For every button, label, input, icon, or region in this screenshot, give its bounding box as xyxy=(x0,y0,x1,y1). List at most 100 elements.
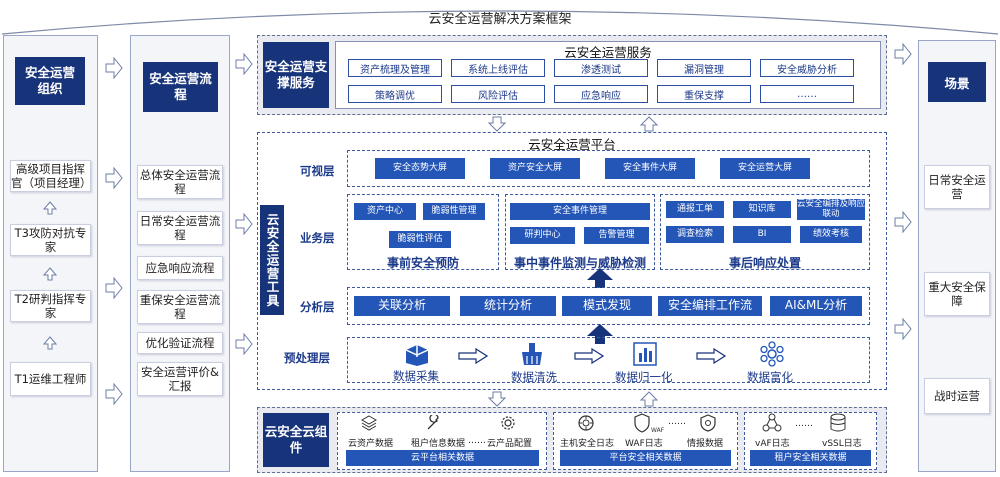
visual-item: 安全事件大屏 xyxy=(605,158,695,179)
data-cleaning-icon xyxy=(522,343,542,365)
service-item: 资产梳理及管理 xyxy=(348,59,442,77)
analysis-item: 统计分析 xyxy=(460,296,556,316)
biz-mid-title: 事中事件监测与威胁检测 xyxy=(513,256,646,270)
org-header-text: 安全运营组织 xyxy=(24,64,75,96)
biz-post-item: 云安全编排及响应联动 xyxy=(797,198,866,220)
visual-item: 安全态势大屏 xyxy=(375,158,465,179)
data-collection-icon xyxy=(405,345,429,366)
component-item: 云资产数据 xyxy=(348,439,394,449)
visual-items: 安全态势大屏 资产安全大屏 安全事件大屏 安全运营大屏 xyxy=(375,158,810,179)
component-footer: 云平台相关数据 xyxy=(346,450,539,466)
tools-label-text: 云安全运营工具 xyxy=(264,212,280,308)
analysis-item: 安全编排工作流 xyxy=(658,296,762,316)
component-footer: 租户安全相关数据 xyxy=(750,450,871,466)
visual-layer-label: 可视层 xyxy=(300,164,335,178)
process-item-5: 优化验证流程 xyxy=(137,332,223,354)
components-label-text: 云安全云组件 xyxy=(264,423,328,455)
waf-shield-icon xyxy=(634,413,650,433)
center-to-scenes-arrows xyxy=(894,42,912,341)
biz-post-item: 知识库 xyxy=(733,201,791,218)
component-ellipsis: …… xyxy=(468,436,486,446)
up-arrow-icon xyxy=(42,336,58,350)
services-label-text: 安全运营支撑服务 xyxy=(264,58,328,90)
layers-icon xyxy=(361,415,377,431)
component-item: 云产品配置 xyxy=(487,439,533,449)
database-icon xyxy=(830,413,846,432)
scene-item: 重大安全保障 xyxy=(924,272,990,316)
process-item-6-text: 安全运营评价&汇报 xyxy=(141,364,219,393)
up-arrow-icon xyxy=(587,324,613,344)
biz-post-item: 通报工单 xyxy=(666,201,724,218)
network-icon xyxy=(762,413,782,432)
process-item-2: 日常安全运营流程 xyxy=(137,211,223,245)
service-item: 渗透测试 xyxy=(554,59,648,77)
scenes-header-text: 场景 xyxy=(944,75,970,91)
component-item: vAF日志 xyxy=(755,439,790,449)
up-arrow-icon xyxy=(42,201,58,215)
preprocess-item: 数据采集 xyxy=(393,369,439,383)
scene-item-text: 战时运营 xyxy=(934,388,980,403)
biz-post-item: 调查检索 xyxy=(666,226,724,243)
business-layer-label: 业务层 xyxy=(300,231,335,245)
platform-components-arrows xyxy=(487,391,659,407)
preprocess-layer-label: 预处理层 xyxy=(284,351,330,365)
service-item: 漏洞管理 xyxy=(657,59,751,77)
platform-title: 云安全运营平台 xyxy=(528,137,616,152)
biz-post-item: 绩效考核 xyxy=(800,226,862,243)
org-role-3: T2研判指挥专家 xyxy=(10,290,91,322)
service-item: 策略调优 xyxy=(348,85,442,103)
process-item-4-text: 重保安全运营流程 xyxy=(139,292,221,321)
scene-item-text: 重大安全保障 xyxy=(928,279,986,308)
services-title: 云安全运营服务 xyxy=(564,45,652,60)
component-item: WAF日志 xyxy=(625,439,663,449)
scenes-header: 场景 xyxy=(928,62,986,102)
process-item-1-text: 总体安全运营流程 xyxy=(139,167,221,196)
services-platform-arrows xyxy=(487,116,659,132)
data-enrichment-icon xyxy=(760,341,784,367)
arrow-right-icon xyxy=(696,348,726,364)
scene-item-text: 日常安全运营 xyxy=(928,172,986,201)
process-item-1: 总体安全运营流程 xyxy=(137,165,223,199)
service-item: 应急响应 xyxy=(554,85,648,103)
analysis-layer xyxy=(347,287,870,325)
business-pre xyxy=(347,194,499,270)
biz-mid-item: 研判中心 xyxy=(510,227,575,244)
service-item: …… xyxy=(760,85,854,103)
host-security-icon xyxy=(578,415,594,431)
org-role-2-text: T3攻防对抗专家 xyxy=(14,225,87,254)
analysis-layer-label: 分析层 xyxy=(300,300,335,314)
analysis-item: 模式发现 xyxy=(562,296,652,316)
component-item: 主机安全日志 xyxy=(560,439,615,449)
process-header-text: 安全运营流程 xyxy=(149,70,212,102)
org-role-4-text: T1运维工程师 xyxy=(14,371,87,386)
org-to-process-arrows xyxy=(105,56,123,406)
intel-shield-icon xyxy=(700,414,716,432)
biz-post-item: BI xyxy=(733,226,791,243)
biz-mid-item: 安全事件管理 xyxy=(510,203,650,220)
preprocess-item: 数据清洗 xyxy=(511,370,557,384)
service-item: 风险评估 xyxy=(451,85,545,103)
biz-pre-item: 脆弱性评估 xyxy=(389,231,451,248)
component-item: vSSL日志 xyxy=(822,439,862,449)
gear-icon xyxy=(501,416,515,430)
component-footer: 平台安全相关数据 xyxy=(560,450,731,466)
visual-item: 安全运营大屏 xyxy=(720,158,810,179)
process-item-5-text: 优化验证流程 xyxy=(145,335,215,350)
org-role-1: 高级项目指挥官（项目经理） xyxy=(10,160,92,192)
process-item-2-text: 日常安全运营流程 xyxy=(139,213,221,242)
wrench-icon xyxy=(427,415,439,430)
process-item-4: 重保安全运营流程 xyxy=(137,290,223,324)
business-mid xyxy=(505,194,655,270)
biz-mid-item: 告警管理 xyxy=(584,227,649,244)
preprocess-item: 数据归一化 xyxy=(615,370,673,384)
process-item-3: 应急响应流程 xyxy=(137,256,223,280)
process-header: 安全运营流程 xyxy=(143,62,218,112)
component-ellipsis: …… xyxy=(795,419,813,429)
component-item: 情报数据 xyxy=(687,439,724,449)
component-item: 租户信息数据 xyxy=(411,439,466,449)
process-to-center-arrows xyxy=(235,52,253,356)
components-label: 云安全云组件 xyxy=(263,413,329,467)
org-role-1-text: 高级项目指挥官（项目经理） xyxy=(11,161,92,190)
visual-item: 资产安全大屏 xyxy=(490,158,580,179)
preprocess-item: 数据富化 xyxy=(747,370,793,384)
